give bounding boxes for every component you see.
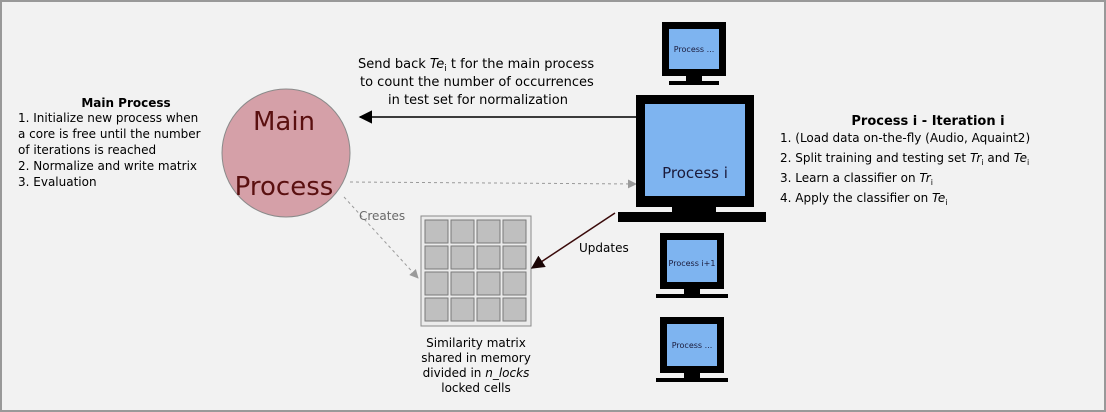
computer-mid [656, 233, 728, 298]
matrix-cells [424, 219, 527, 322]
main-process-circle [221, 88, 351, 218]
matrix-cell [450, 245, 475, 270]
computer-main [618, 95, 766, 222]
process-i-step-3: 3. Learn a classifier on Tri [780, 171, 933, 187]
main-process-step-1: 1. Initialize new process when [18, 111, 198, 125]
matrix-cell [450, 297, 475, 322]
main-process-title: Main Process [81, 96, 170, 110]
computer-top-label: Process ... [674, 45, 715, 54]
main-process-step-3: 3. Evaluation [18, 175, 97, 189]
matrix-cell [424, 245, 449, 270]
computer-bottom [656, 317, 728, 382]
computer-bottom-label: Process ... [672, 341, 713, 350]
matrix-cell [476, 297, 501, 322]
matrix-cell [502, 219, 527, 244]
matrix-cell [424, 297, 449, 322]
main-process-circle-label-line2: Process [235, 172, 334, 202]
creates-dashed-arrow [343, 196, 419, 279]
matrix-caption-line-4: locked cells [441, 381, 511, 395]
updates-arrow [530, 212, 616, 269]
process-i-step-2: 2. Split training and testing set Tri an… [780, 151, 1029, 167]
main-process-circle-label-line1: Main [253, 107, 315, 137]
matrix-cell [476, 245, 501, 270]
matrix-cell [424, 271, 449, 296]
computer-main-label: Process i [662, 164, 728, 182]
matrix-cell [502, 271, 527, 296]
process-i-step-4: 4. Apply the classifier on Tei [780, 191, 948, 207]
send-back-line-1: Send back Tei t for the main process [358, 57, 594, 74]
main-process-step-1b: a core is free until the number [18, 127, 201, 141]
matrix-cell [476, 271, 501, 296]
matrix-caption-line-2: shared in memory [421, 351, 531, 365]
matrix-cell [424, 219, 449, 244]
similarity-matrix [420, 215, 532, 327]
main-process-step-1c: of iterations is reached [18, 143, 156, 157]
send-back-line-3: in test set for normalization [388, 93, 568, 108]
creates-label: Creates [359, 209, 405, 223]
updates-label: Updates [579, 241, 629, 255]
matrix-cell [502, 297, 527, 322]
computer-mid-label: Process i+1 [669, 259, 716, 268]
matrix-cell [476, 219, 501, 244]
send-back-line-2: to count the number of occurrences [360, 75, 594, 90]
main-process-step-2: 2. Normalize and write matrix [18, 159, 197, 173]
matrix-cell [502, 245, 527, 270]
matrix-cell [450, 271, 475, 296]
matrix-caption-line-1: Similarity matrix [426, 336, 526, 350]
matrix-cell [450, 219, 475, 244]
process-i-step-1: 1. (Load data on-the-fly (Audio, Aquaint… [780, 131, 1030, 145]
process-i-title: Process i - Iteration i [851, 114, 1004, 129]
computer-top [662, 22, 726, 85]
matrix-caption-line-3: divided in n_locks [423, 366, 530, 380]
